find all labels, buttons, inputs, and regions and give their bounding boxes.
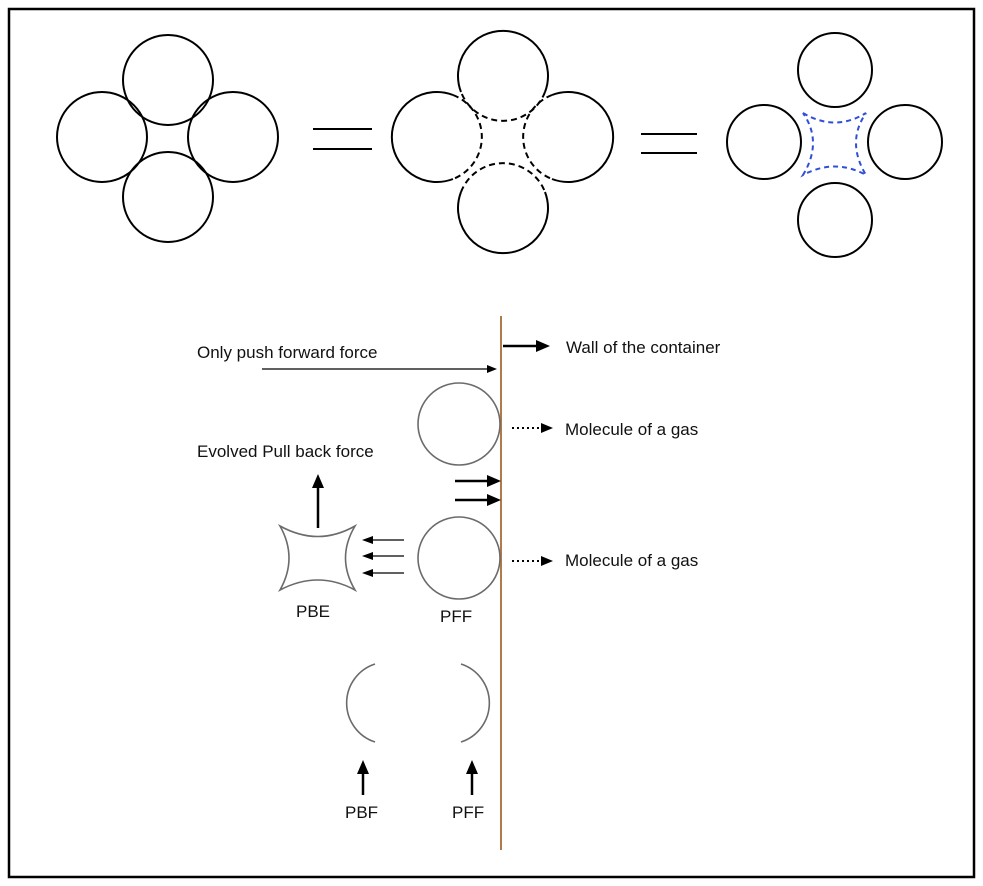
blue-dashed-void — [800, 112, 869, 178]
circle-left — [56, 91, 148, 183]
molecule-2 — [417, 516, 501, 600]
group-touching-circles — [56, 34, 279, 243]
wall-label: Wall of the container — [566, 338, 721, 357]
circle-bottom-solid-arc — [457, 191, 549, 255]
circle-bottom — [122, 151, 214, 243]
push-forward-arrow — [262, 365, 497, 373]
pbe-void-shape — [277, 523, 358, 593]
pull-back-arrows — [362, 536, 404, 577]
circle-top — [122, 34, 214, 126]
circle-top-dashed-arc — [460, 91, 546, 122]
circle-right — [867, 104, 943, 180]
pbf-open-arc — [345, 663, 376, 743]
molecule-1-label: Molecule of a gas — [565, 420, 698, 439]
circle-left — [726, 104, 802, 180]
pbe-label: PBE — [296, 602, 330, 621]
circle-bottom — [797, 182, 873, 258]
push-forward-label: Only push forward force — [197, 343, 377, 362]
group-separated-circles — [726, 32, 943, 258]
circle-left-solid-arc — [390, 91, 454, 183]
equals-sign-1 — [313, 128, 372, 150]
pull-back-label: Evolved Pull back force — [197, 442, 374, 461]
wall-arrow — [503, 340, 550, 352]
molecule-1-dotted-arrow — [512, 423, 553, 433]
circle-right-dashed-arc — [522, 94, 553, 180]
circle-left-dashed-arc — [452, 94, 483, 180]
equals-sign-2 — [641, 133, 697, 154]
pbf-label: PBF — [345, 803, 378, 822]
pbe-up-arrow — [312, 474, 324, 528]
group-dashed-circles — [390, 29, 615, 255]
circle-right — [187, 91, 279, 183]
circle-top — [797, 32, 873, 108]
molecule-2-label: Molecule of a gas — [565, 551, 698, 570]
circle-top-solid-arc — [457, 29, 549, 93]
pbf-up-arrow — [357, 760, 369, 795]
pff-open-arc — [460, 663, 491, 743]
double-arrows — [455, 475, 501, 506]
molecule-2-dotted-arrow — [512, 556, 553, 566]
outer-border — [7, 7, 976, 879]
pff-label-1: PFF — [440, 607, 472, 626]
pff-label-2: PFF — [452, 803, 484, 822]
molecule-1 — [417, 382, 501, 466]
pff-up-arrow — [466, 760, 478, 795]
circle-right-solid-arc — [551, 91, 615, 183]
circle-bottom-dashed-arc — [460, 162, 546, 193]
